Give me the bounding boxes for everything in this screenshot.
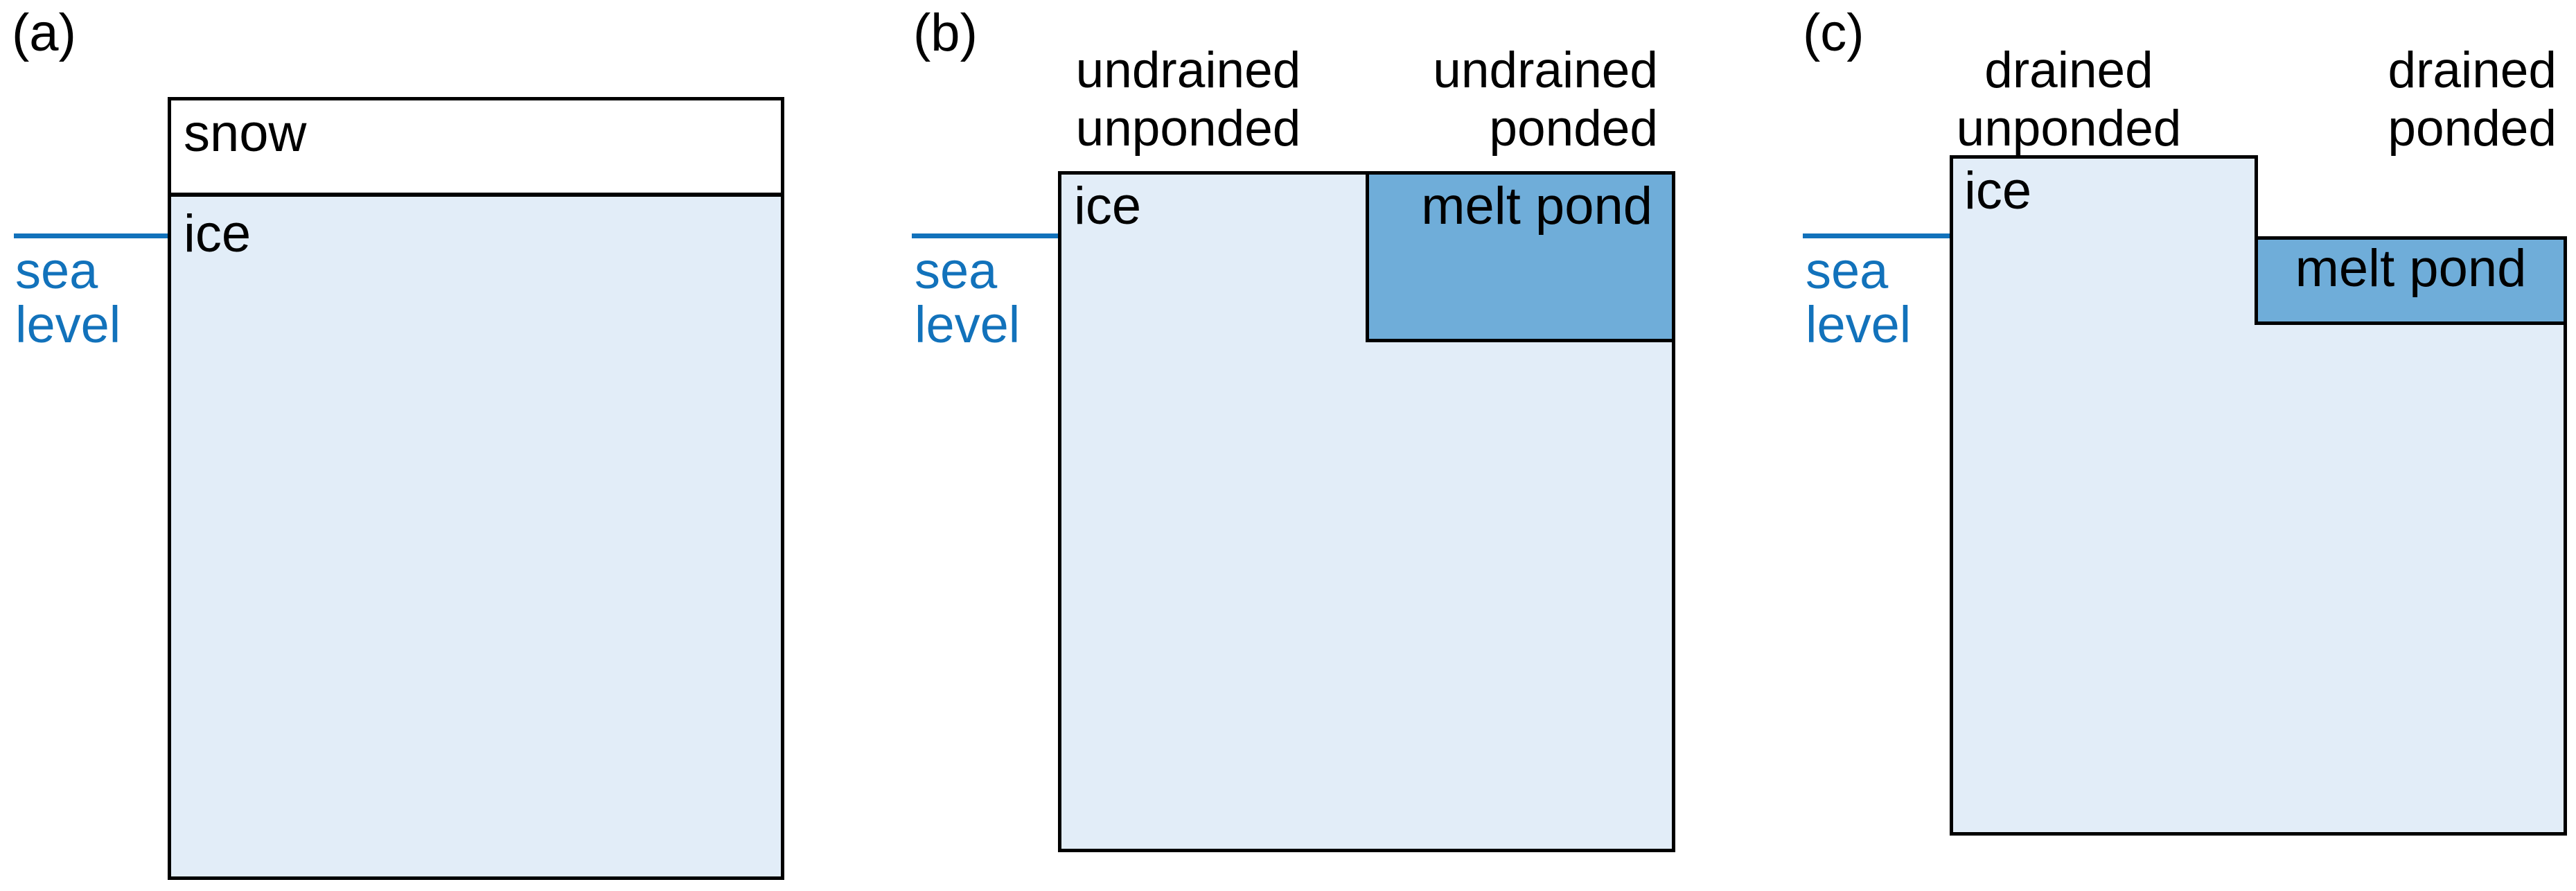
sea-level-line-c [1803,233,1950,238]
sea-level-line-a [14,233,168,238]
panel-b-label: (b) [913,3,978,62]
header-line-1: drained [1984,42,2153,98]
sea-level-line-b [912,233,1058,238]
panel-c-floe-lower [1950,236,2567,836]
header-drained-ponded: drained ponded [2212,42,2557,158]
panel-c-floe-upper [1950,155,2258,236]
header-line-1: drained [2388,42,2557,98]
melt-pond-label-c: melt pond [2295,239,2527,298]
sea-level-word-2: level [1806,296,1912,353]
sea-level-word-2: level [915,296,1021,353]
ice-label-b: ice [1074,177,1142,236]
sea-level-label-b: sea level [915,244,1020,352]
header-line-2: ponded [1489,100,1658,157]
melt-pond-b [1366,171,1675,342]
panel-c-label: (c) [1803,3,1864,62]
sea-level-label-c: sea level [1806,244,1911,352]
header-line-2: unponded [1075,100,1301,157]
melt-pond-label-b: melt pond [1421,177,1652,236]
sea-level-word-1: sea [915,242,998,299]
melt-pond-c [2255,236,2567,325]
sea-level-word-1: sea [15,242,98,299]
header-undrained-unponded: undrained unponded [1015,42,1361,158]
header-line-1: undrained [1433,42,1658,98]
panel-a-label: (a) [12,3,76,62]
snow-region [171,100,781,197]
header-drained-unponded: drained unponded [1896,42,2242,158]
sea-level-word-1: sea [1806,242,1889,299]
header-undrained-ponded: undrained ponded [1313,42,1658,158]
header-line-2: ponded [2388,100,2557,157]
sea-level-label-a: sea level [15,244,121,352]
header-line-1: undrained [1075,42,1301,98]
ice-label-c: ice [1964,161,2032,220]
ice-region [171,197,781,876]
header-line-2: unponded [1956,100,2182,157]
snow-label: snow [184,104,307,163]
ice-label-a: ice [184,204,252,263]
panel-a-floe-outline [168,97,784,880]
sea-level-word-2: level [15,296,121,353]
